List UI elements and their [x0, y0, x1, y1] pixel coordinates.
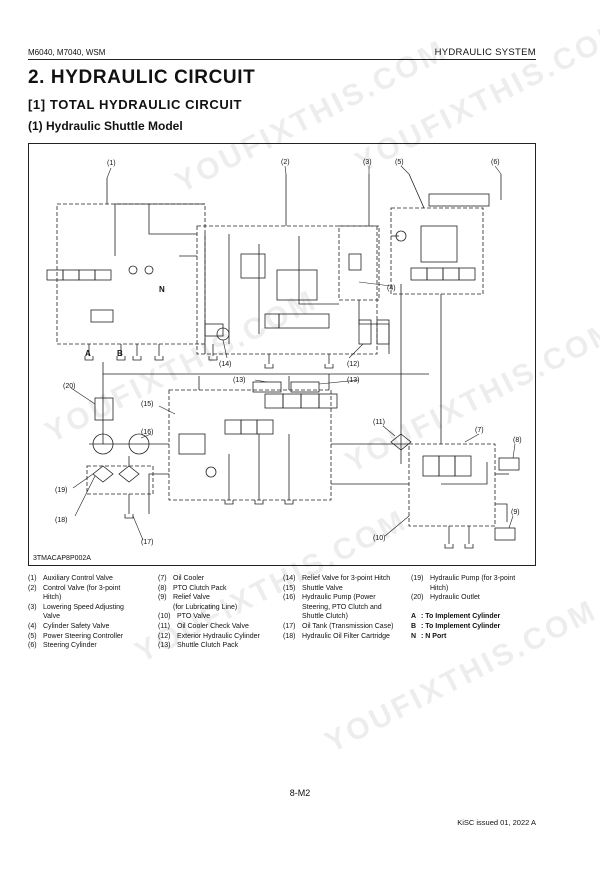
legend-item: (11)Oil Cooler Check Valve: [158, 622, 249, 630]
legend-item: (7)Oil Cooler: [158, 575, 205, 582]
legend-item: (13)Shuttle Clutch Pack: [158, 642, 239, 650]
oil-cooler: [390, 433, 412, 451]
hydraulic-pump-3point: [92, 433, 114, 455]
legend-item: (3)Lowering Speed Adjusting: [28, 603, 124, 611]
callout-13b: (13): [347, 377, 359, 384]
callout-4: (4): [387, 285, 396, 292]
callout-17: (17): [141, 539, 153, 546]
legend-column-3: (14)Relief Valve for 3-point Hitch (15)S…: [283, 574, 393, 641]
legend-column-2: (7)Oil Cooler (8)PTO Clutch Pack (9)Reli…: [158, 574, 260, 651]
callout-11: (11): [373, 419, 385, 426]
legend-column-4: (19)Hydraulic Pump (for 3-point Hitch) (…: [411, 574, 515, 641]
legend-item: (for Lubricating Line): [173, 603, 238, 611]
figure-code: 3TMACAP8P002A: [33, 555, 91, 562]
legend-item: (19)Hydraulic Pump (for 3-point: [411, 575, 516, 582]
enclosure-shuttle-valve: [168, 389, 332, 501]
header-section-title: HYDRAULIC SYSTEM: [434, 47, 536, 58]
legend-item: (15)Shuttle Valve: [283, 584, 343, 592]
enclosure-lowering-valve: [338, 225, 380, 301]
callout-19: (19): [55, 487, 67, 494]
gauge-icon: [395, 230, 407, 242]
legend-item: (10)PTO Valve: [158, 613, 211, 621]
callout-1: (1): [107, 160, 116, 167]
filter-right: [118, 465, 140, 483]
valve-spools: [46, 193, 520, 541]
header-rule: [28, 59, 536, 60]
enclosure-oil-filter: [86, 465, 154, 495]
legend-item: (16)Hydraulic Pump (Power: [283, 594, 376, 602]
legend-port-n: N: N Port: [411, 632, 447, 640]
callout-16: (16): [141, 429, 153, 436]
legend-item: Hitch): [43, 594, 62, 602]
legend-item: (5)Power Steering Controller: [28, 632, 124, 640]
enclosure-power-steering: [390, 207, 484, 295]
callout-3: (3): [363, 159, 372, 166]
legend-item: Hitch): [430, 584, 449, 592]
enclosure-3point-control-valve: [196, 225, 378, 355]
hydraulic-lines: [88, 173, 509, 544]
enclosure-pto-valve: [408, 443, 496, 527]
legend-item: (2)Control Valve (for 3-point: [28, 584, 121, 592]
callout-14: (14): [219, 361, 231, 368]
callout-labels: (1) (2) (3) (4) (5) (6) (7) (8) (9) (10)…: [55, 159, 522, 546]
callout-9: (9): [511, 509, 520, 516]
legend-port-b: B: To Implement Cylinder: [411, 622, 501, 630]
legend-item: (17)Oil Tank (Transmission Case): [283, 622, 394, 630]
legend-item: Valve: [43, 613, 60, 621]
legend-item: Shuttle Clutch): [302, 613, 348, 621]
legend-item: (12)Exterior Hydraulic Cylinder: [158, 632, 260, 640]
legend-item: (8)PTO Clutch Pack: [158, 584, 227, 592]
callout-12: (12): [347, 361, 359, 368]
component-enclosures: [56, 203, 496, 527]
callout-8: (8): [513, 437, 522, 444]
section-heading: 2. HYDRAULIC CIRCUIT: [28, 67, 256, 88]
legend-item: (18)Hydraulic Oil Filter Cartridge: [283, 632, 390, 640]
legend-item: Steering, PTO Clutch and: [302, 603, 382, 611]
legend-item: (9)Relief Valve: [158, 594, 210, 602]
legend-port-a: A: To Implement Cylinder: [411, 613, 501, 621]
filter-left: [92, 465, 114, 483]
check-valve-1: [128, 265, 138, 275]
callout-6: (6): [491, 159, 500, 166]
port-b-label: B: [117, 349, 123, 358]
callout-7: (7): [475, 427, 484, 434]
page-number: 8-M2: [289, 788, 311, 798]
legend-column-1: (1)Auxiliary Control Valve (2)Control Va…: [28, 574, 124, 651]
callout-20: (20): [63, 383, 75, 390]
port-n-label: N: [159, 285, 165, 294]
hydraulic-circuit-figure: (1) (2) (3) (4) (5) (6) (7) (8) (9) (10)…: [28, 143, 536, 566]
port-a-label: A: [85, 349, 91, 358]
legend-item: (1)Auxiliary Control Valve: [28, 575, 113, 582]
callout-13a: (13): [233, 377, 245, 384]
pumps: [92, 230, 412, 483]
callout-10: (10): [373, 535, 385, 542]
callout-15: (15): [141, 401, 153, 408]
subsection-heading: [1] TOTAL HYDRAULIC CIRCUIT: [28, 97, 243, 112]
callout-5: (5): [395, 159, 404, 166]
issue-note: KiSC issued 01, 2022 A: [457, 818, 536, 827]
figure-heading: (1) Hydraulic Shuttle Model: [28, 119, 183, 133]
accumulator: [205, 466, 217, 478]
header-manual-title: M6040, M7040, WSM: [28, 48, 106, 57]
callout-18: (18): [55, 517, 67, 524]
callout-leaders: [70, 165, 516, 541]
legend-item: (6)Steering Cylinder: [28, 642, 97, 650]
check-valve-2: [144, 265, 154, 275]
legend-item: (14)Relief Valve for 3-point Hitch: [283, 575, 391, 582]
legend-item: (4)Cylinder Safety Valve: [28, 622, 110, 630]
hydraulic-circuit-diagram: (1) (2) (3) (4) (5) (6) (7) (8) (9) (10)…: [46, 159, 522, 549]
callout-2: (2): [281, 159, 290, 166]
legend-item: (20)Hydraulic Outlet: [411, 594, 480, 602]
hydraulic-pump-steering: [128, 433, 150, 455]
